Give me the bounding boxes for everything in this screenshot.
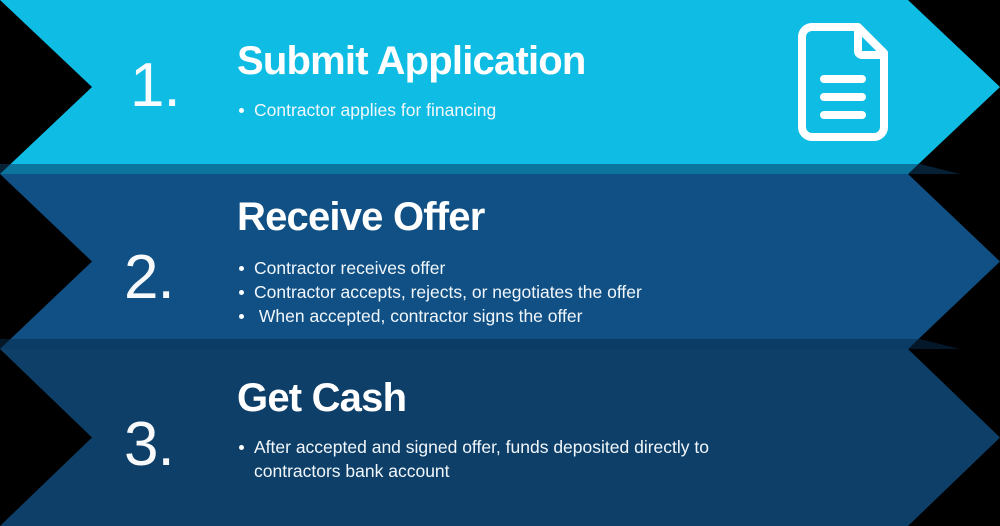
- list-item: When accepted, contractor signs the offe…: [237, 304, 797, 328]
- step-banner-3-content: 3. Get Cash After accepted and signed of…: [0, 349, 1000, 526]
- step-banner-2-content: 2. Receive Offer Contractor receives off…: [0, 174, 1000, 489]
- step-number-3: 3.: [124, 410, 175, 479]
- step-banner-3-shape: [0, 349, 1000, 526]
- step-title-3: Get Cash: [237, 376, 407, 420]
- step-banner-3: 3. Get Cash After accepted and signed of…: [0, 349, 1000, 526]
- step-number-2: 2.: [124, 243, 175, 312]
- document-icon: [798, 23, 898, 141]
- step-bullets-1: Contractor applies for financing: [237, 98, 797, 122]
- step-banner-2-shape: [0, 174, 1000, 349]
- step-body-3: Get Cash After accepted and signed offer…: [237, 377, 797, 483]
- step-title-1: Submit Application: [237, 39, 586, 83]
- step-banner-1: 1. Submit Application Contractor applies…: [0, 0, 1000, 174]
- list-item: After accepted and signed offer, funds d…: [237, 435, 742, 483]
- step-number-1: 1.: [130, 51, 181, 120]
- step-banner-1-shadow: [0, 164, 960, 174]
- step-body-1: Submit Application Contractor applies fo…: [237, 40, 797, 122]
- step-banner-2-shadow: [0, 339, 960, 349]
- list-item: Contractor accepts, rejects, or negotiat…: [237, 280, 797, 304]
- step-title-2: Receive Offer: [237, 195, 485, 239]
- step-bullets-3: After accepted and signed offer, funds d…: [237, 435, 797, 483]
- step-banner-2: 2. Receive Offer Contractor receives off…: [0, 174, 1000, 489]
- step-body-2: Receive Offer Contractor receives offer …: [237, 196, 797, 328]
- list-item: Contractor receives offer: [237, 256, 797, 280]
- list-item: Contractor applies for financing: [237, 98, 797, 122]
- step-banner-1-content: 1. Submit Application Contractor applies…: [0, 0, 1000, 174]
- step-bullets-2: Contractor receives offer Contractor acc…: [237, 256, 797, 328]
